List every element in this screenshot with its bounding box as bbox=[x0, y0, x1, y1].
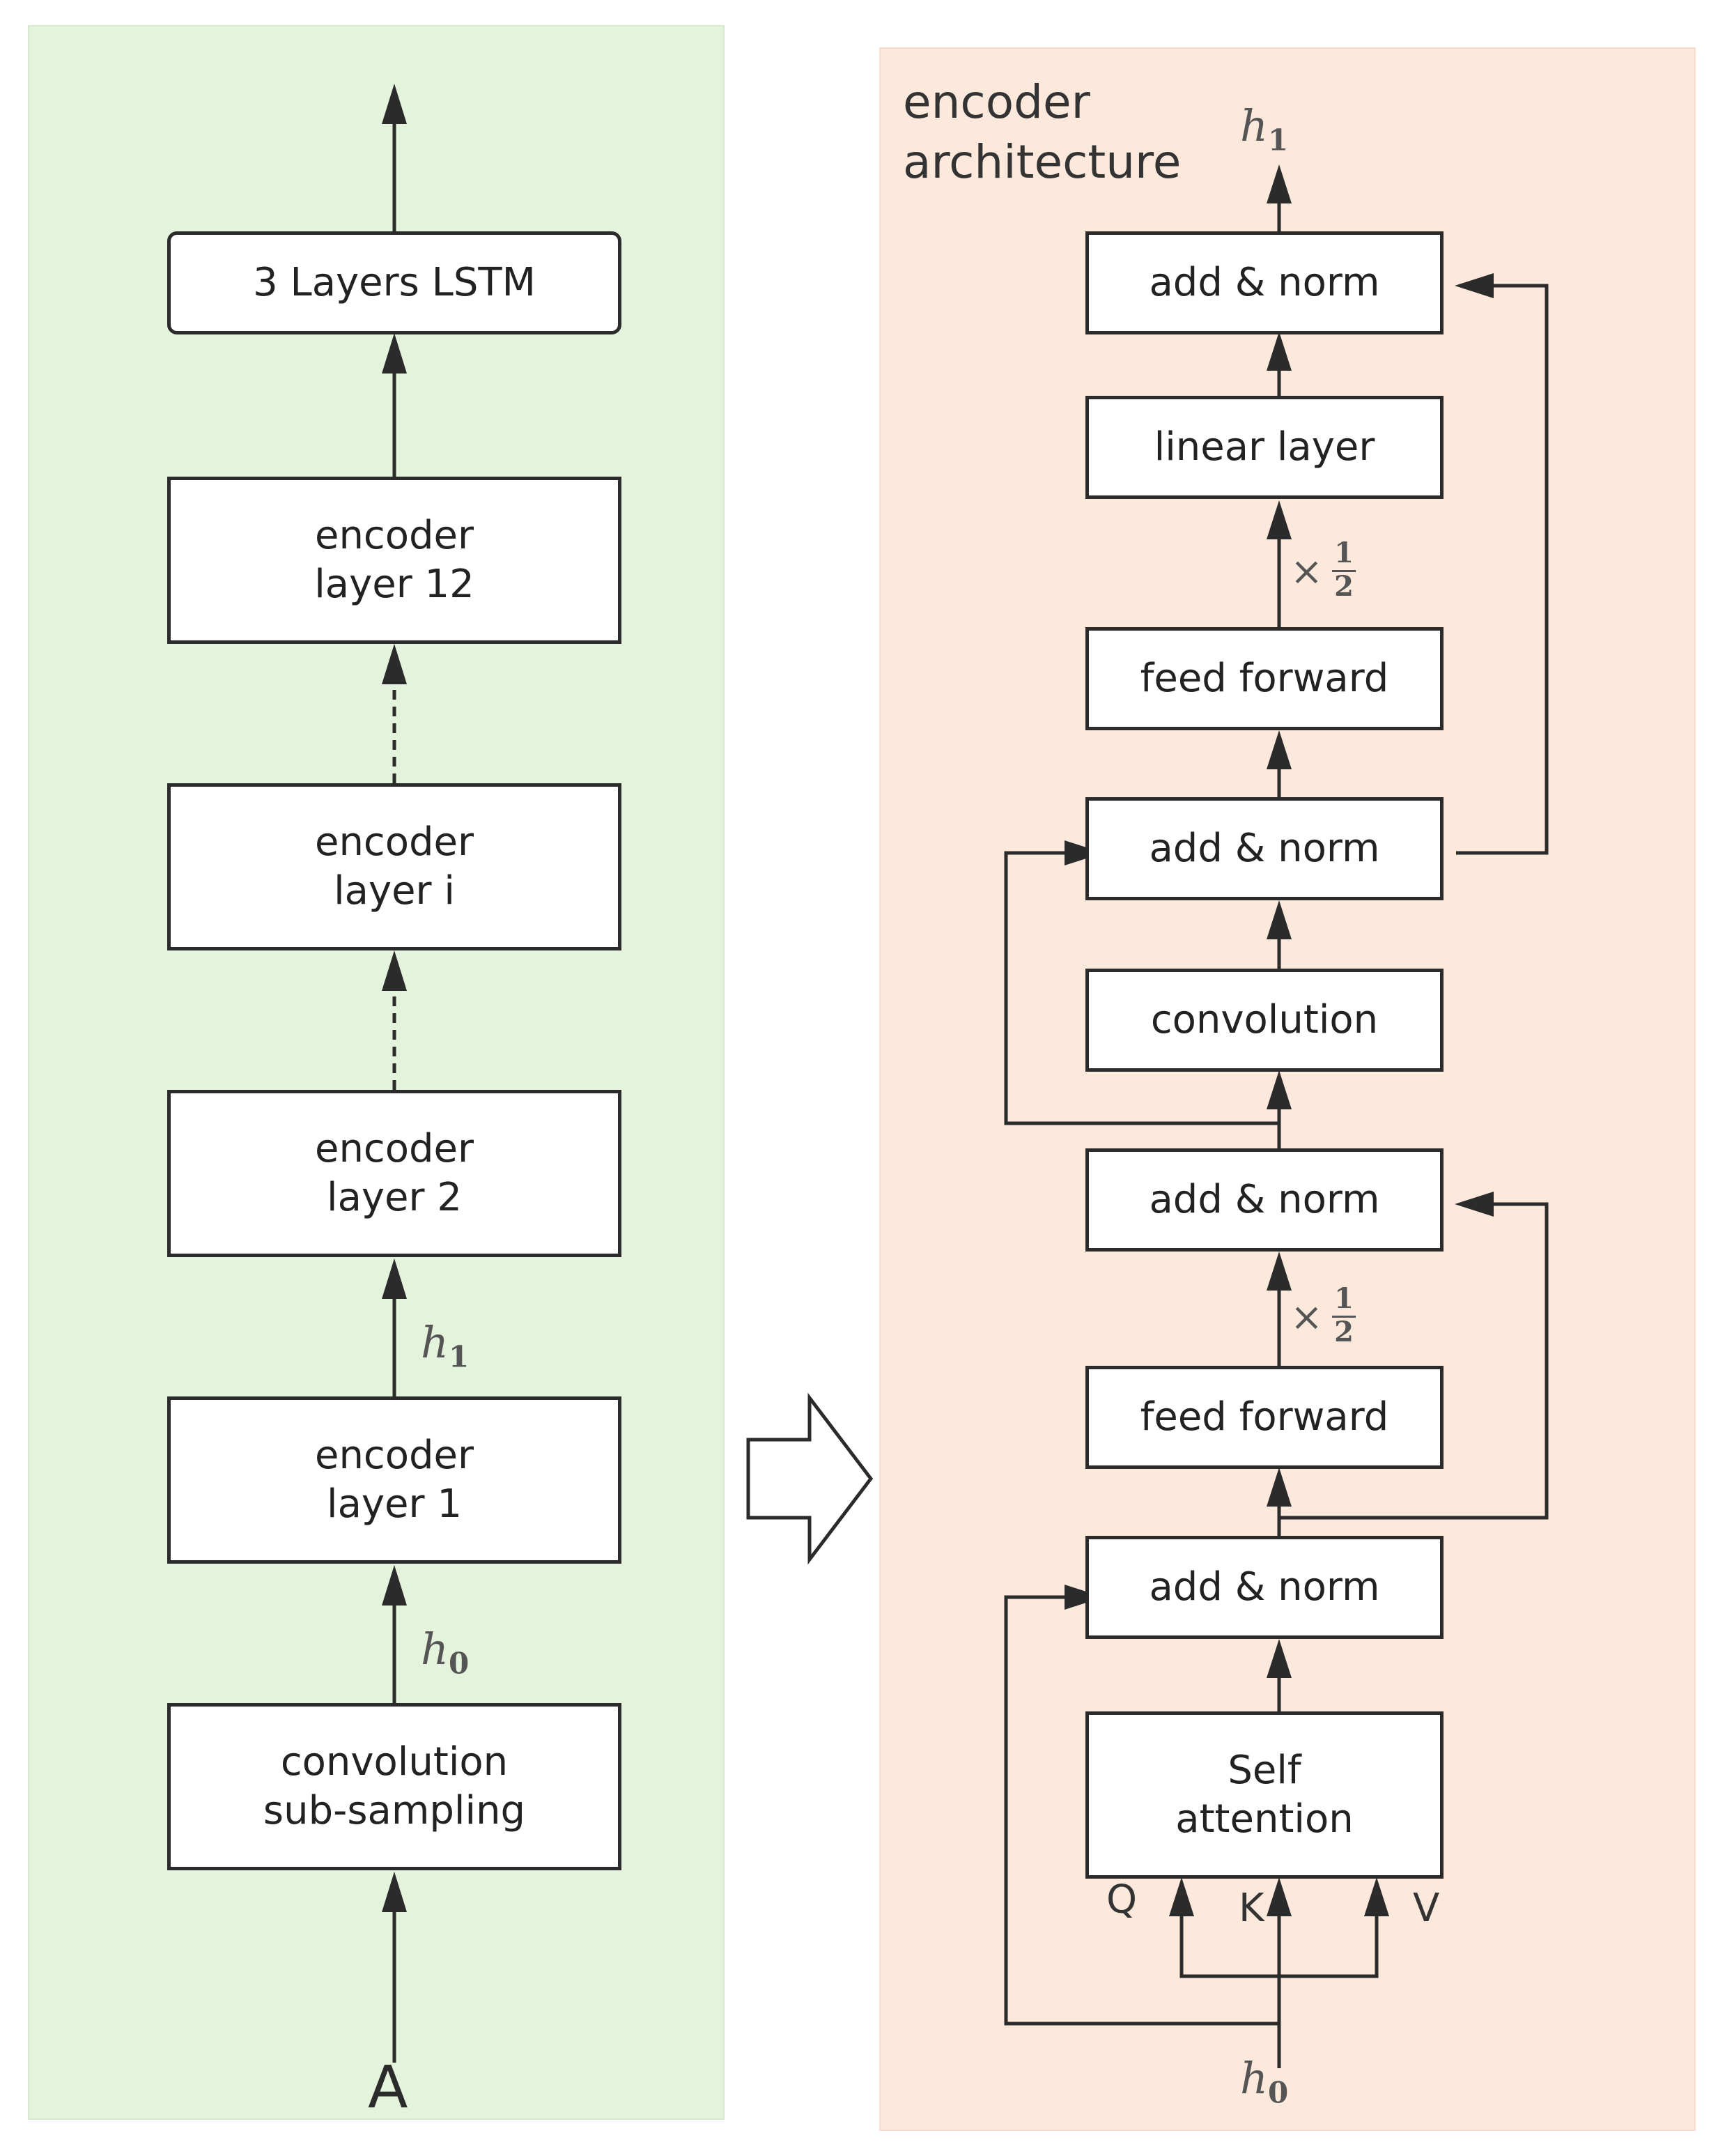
arrowhead bbox=[1267, 164, 1292, 203]
feed-forward-box-1: feed forward bbox=[1085, 1366, 1444, 1469]
arrowhead bbox=[1267, 730, 1292, 769]
arrowhead bbox=[1267, 332, 1292, 371]
self-attention-box: Self attention bbox=[1085, 1711, 1444, 1879]
lstm-label: 3 Layers LSTM bbox=[253, 260, 536, 305]
arrowhead bbox=[382, 950, 407, 991]
lstm-box: 3 Layers LSTM bbox=[167, 231, 621, 334]
qkv-branch-line bbox=[1179, 1908, 1379, 1978]
right-h0-label: h0 bbox=[1240, 2053, 1289, 2110]
right-h1-label: h1 bbox=[1240, 100, 1289, 157]
encoder-layer-1-box: encoder layer 1 bbox=[167, 1396, 621, 1564]
arrowhead bbox=[382, 1258, 407, 1299]
encoder-label: encoder bbox=[314, 1433, 474, 1478]
arrowhead bbox=[382, 333, 407, 374]
residual-3-line bbox=[1004, 851, 1279, 1125]
encoder-architecture-title: encoder architecture bbox=[903, 75, 1182, 189]
half-scale-label-upper: × 1 2 bbox=[1290, 537, 1360, 606]
input-a-label: A bbox=[368, 2053, 408, 2121]
arrowhead bbox=[1267, 900, 1292, 939]
arrowhead bbox=[382, 644, 407, 684]
arrowhead bbox=[1267, 1639, 1292, 1678]
arrowhead bbox=[1364, 1877, 1389, 1916]
conv-subsampling-box: convolution sub-sampling bbox=[167, 1703, 621, 1870]
add-norm-box-4: add & norm bbox=[1085, 231, 1444, 334]
layer-label: layer 12 bbox=[314, 562, 474, 607]
feed-forward-box-2: feed forward bbox=[1085, 627, 1444, 730]
encoder-layer-2-box: encoder layer 2 bbox=[167, 1090, 621, 1257]
encoder-layer-i-box: encoder layer i bbox=[167, 783, 621, 950]
arrowhead bbox=[1455, 273, 1494, 298]
v-label: V bbox=[1413, 1886, 1440, 1931]
layer-label: layer 2 bbox=[327, 1175, 462, 1220]
layer-label: layer i bbox=[334, 868, 455, 914]
left-h1-label: h1 bbox=[421, 1317, 470, 1374]
linear-layer-box: linear layer bbox=[1085, 396, 1444, 499]
arrowhead bbox=[1065, 840, 1104, 865]
add-norm-box-2: add & norm bbox=[1085, 1148, 1444, 1252]
arrowhead bbox=[1455, 1192, 1494, 1217]
convolution-box: convolution bbox=[1085, 969, 1444, 1072]
arrowhead bbox=[382, 1872, 407, 1912]
residual-2-line bbox=[1279, 1202, 1549, 1520]
add-norm-box-3: add & norm bbox=[1085, 797, 1444, 900]
encoder-label: encoder bbox=[314, 513, 474, 558]
residual-1-line bbox=[1004, 1595, 1279, 2026]
arrowhead bbox=[1065, 1585, 1104, 1610]
half-scale-label-lower: × 1 2 bbox=[1290, 1282, 1360, 1352]
add-norm-box-1: add & norm bbox=[1085, 1536, 1444, 1639]
arrowhead bbox=[1267, 500, 1292, 539]
encoder-label: encoder bbox=[314, 819, 474, 865]
transition-arrow bbox=[746, 1392, 874, 1565]
encoder-layer-12-box: encoder layer 12 bbox=[167, 477, 621, 644]
arrowhead bbox=[1267, 1877, 1292, 1916]
arrowhead bbox=[1267, 1468, 1292, 1507]
layer-label: layer 1 bbox=[327, 1481, 462, 1527]
residual-4-line bbox=[1456, 284, 1549, 855]
q-label: Q bbox=[1106, 1877, 1138, 1923]
arrowhead bbox=[1169, 1877, 1194, 1916]
encoder-label: encoder bbox=[314, 1126, 474, 1171]
left-h0-label: h0 bbox=[421, 1624, 470, 1681]
arrowhead bbox=[382, 1565, 407, 1606]
k-label: K bbox=[1239, 1886, 1264, 1931]
arrowhead bbox=[1267, 1070, 1292, 1109]
subsampling-label: sub-sampling bbox=[263, 1788, 526, 1833]
convolution-label: convolution bbox=[280, 1739, 509, 1785]
arrowhead bbox=[1267, 1252, 1292, 1291]
arrowhead bbox=[382, 84, 407, 124]
